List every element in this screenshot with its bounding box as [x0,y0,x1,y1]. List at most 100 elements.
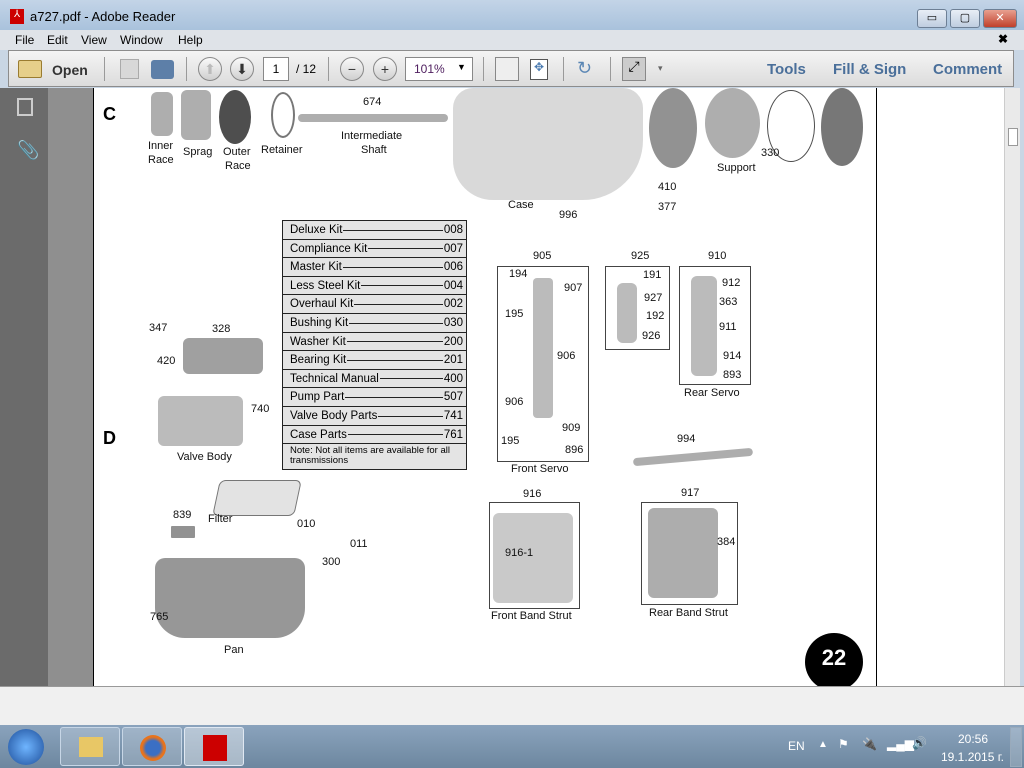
status-area [0,686,1024,725]
show-desktop-button[interactable] [1010,727,1022,767]
open-folder-icon[interactable] [18,60,42,78]
part-label: Inner [148,140,174,152]
part-label: 765 [150,611,169,623]
pump-image [821,88,863,166]
taskbar-explorer[interactable] [60,727,120,766]
rotate-icon[interactable]: ↻ [577,58,593,78]
fill-sign-pane-link[interactable]: Fill & Sign [833,61,907,78]
kit-name: Less Steel Kit [290,279,361,292]
part-label: Support [717,162,756,174]
power-icon[interactable]: 🔌 [862,737,877,751]
part-label: 194 [509,268,528,280]
part-label: 191 [643,269,662,281]
close-button[interactable]: ✕ [983,9,1017,28]
zoom-in-icon[interactable]: + [373,57,397,81]
part-label: 195 [501,435,520,447]
front-band-strut-image [493,513,573,603]
part-label: Filter [208,513,233,525]
part-label: Outer [223,146,251,158]
maximize-button[interactable]: ▢ [950,9,980,28]
part-label: 906 [557,350,576,362]
valve-parts-image [183,338,263,374]
menu-file[interactable]: File [15,33,35,47]
kit-name: Master Kit [290,261,342,274]
clock-time[interactable]: 20:56 [958,732,989,746]
part-label: Shaft [361,144,387,156]
network-signal-icon[interactable]: ▂▄▆ [887,737,914,751]
retainer-image [271,92,295,138]
customize-toolbar-icon[interactable]: ▾ [658,63,663,73]
taskbar-firefox[interactable] [122,727,182,766]
part-label: 893 [723,369,742,381]
kit-code: 007 [443,242,463,255]
part-label: 909 [562,422,581,434]
save-icon[interactable] [120,59,139,79]
print-icon[interactable] [151,60,174,79]
part-label: 347 [149,322,168,334]
action-center-flag-icon[interactable]: ⚑ [838,737,849,751]
part-label: 912 [722,277,741,289]
kit-name: Technical Manual [290,372,379,385]
zoom-select[interactable]: 101% [405,57,473,81]
comment-pane-link[interactable]: Comment [933,61,1003,78]
tools-pane-link[interactable]: Tools [767,61,806,78]
page-total: / 12 [296,62,317,76]
menu-view[interactable]: View [81,33,107,47]
part-label: Rear Servo [684,387,740,399]
open-button[interactable]: Open [52,62,88,78]
volume-icon[interactable]: 🔊 [912,736,927,750]
part-label: Rear Band Strut [649,607,728,619]
vertical-scrollbar[interactable] [1004,88,1020,686]
next-page-icon[interactable]: ⬇ [230,57,254,81]
clock-date[interactable]: 19.1.2015 г. [941,750,1004,764]
attachments-icon[interactable]: 📎 [17,140,40,160]
kit-name: Valve Body Parts [290,409,378,422]
taskbar-adobe-reader[interactable] [184,727,244,766]
zoom-out-icon[interactable]: − [340,57,364,81]
scrollbar-thumb[interactable] [1008,128,1018,146]
front-servo-image [533,278,553,418]
adobe-pdf-icon: ⅄ [10,9,24,24]
sprag-image [181,90,211,140]
part-label: 384 [717,536,736,548]
part-label: 910 [708,250,727,262]
part-label: 328 [212,323,231,335]
chevron-down-icon[interactable]: ▼ [457,62,466,72]
show-hidden-icons[interactable]: ▲ [818,739,828,750]
minimize-button[interactable]: ▭ [917,9,947,28]
previous-page-icon[interactable]: ⬆ [198,57,222,81]
page-number-input[interactable]: 1 [263,57,289,81]
part-label: 996 [559,209,578,221]
part-label: 740 [251,403,270,415]
part-label: Valve Body [177,451,232,463]
part-label: 363 [719,296,738,308]
language-indicator[interactable]: EN [788,739,805,753]
part-label: Front Band Strut [491,610,572,622]
page-thumbnails-icon[interactable] [17,98,33,116]
full-screen-icon[interactable]: ⤢ [622,57,646,81]
part-label: 377 [658,201,677,213]
kit-note: Note: Not all items are available for al… [290,445,450,467]
rear-band-strut-box [641,502,738,605]
menu-bar [0,30,1024,50]
kit-name: Bushing Kit [290,316,349,329]
fit-page-icon[interactable] [495,57,519,81]
start-button[interactable] [8,729,44,765]
part-label: 896 [565,444,584,456]
close-document-icon[interactable]: ✖ [998,32,1009,46]
kit-code: 201 [443,354,463,367]
menu-help[interactable]: Help [178,33,203,47]
rear-servo-box [679,266,751,385]
fit-width-icon[interactable]: ✥ [530,59,548,80]
menu-edit[interactable]: Edit [47,33,68,47]
part-label: Retainer [261,144,303,156]
part-label: Front Servo [511,463,569,475]
kit-name: Pump Part [290,391,345,404]
menu-window[interactable]: Window [120,33,163,47]
